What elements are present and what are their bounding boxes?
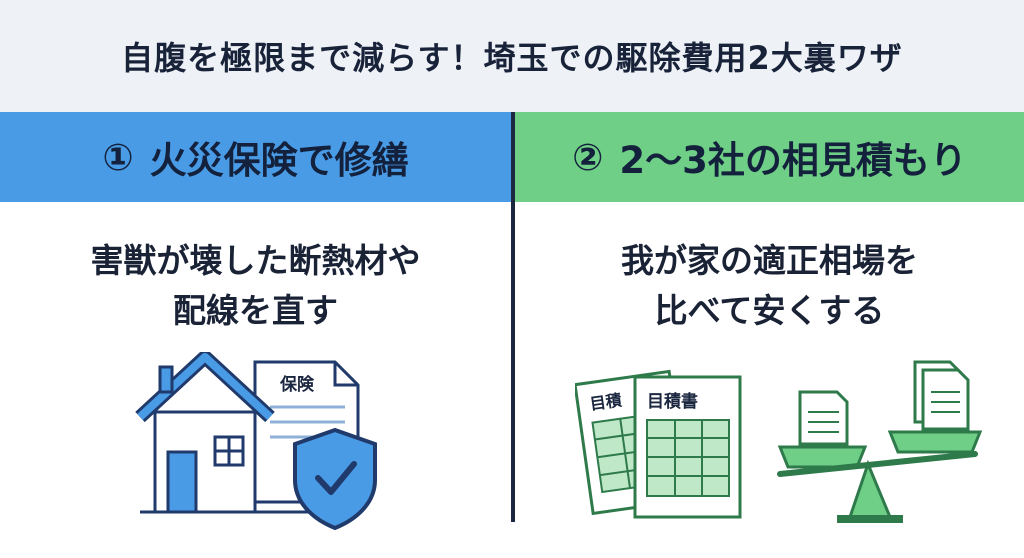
shield-check-icon <box>293 427 377 531</box>
tip-heading: 2〜3社の相見積もり <box>619 139 967 182</box>
estimate-label: 目積 <box>589 390 624 413</box>
balance-scale-icon <box>777 360 983 523</box>
tip-banner-estimates: ② 2〜3社の相見積もり <box>515 112 1024 202</box>
estimate-label: 目積書 <box>647 391 698 412</box>
tip-number: ① <box>102 135 134 179</box>
tip-compare-estimates: ② 2〜3社の相見積もり 我が家の適正相場を 比べて安くする 目積 目積書 <box>515 112 1024 558</box>
column-divider <box>511 112 515 522</box>
document-label: 保険 <box>279 374 315 395</box>
tip-description-line: 配線を直す <box>173 291 338 330</box>
estimates-illustration: 目積 目積書 <box>575 360 983 523</box>
tip-description: 我が家の適正相場を 比べて安くする <box>515 236 1024 336</box>
tip-description-line: 比べて安くする <box>654 291 885 330</box>
estimate-documents-icon: 目積 目積書 <box>575 369 742 519</box>
title-bar: 自腹を極限まで減らす！埼玉での駆除費用2大裏ワザ <box>0 0 1024 112</box>
house-icon <box>135 352 330 514</box>
insurance-illustration: 保険 <box>135 352 377 531</box>
tip-description-line: 害獣が壊した断熱材や <box>90 241 421 280</box>
tip-description-line: 我が家の適正相場を <box>621 241 918 280</box>
page-title: 自腹を極限まで減らす！埼玉での駆除費用2大裏ワザ <box>121 39 903 77</box>
tip-description: 害獣が壊した断熱材や 配線を直す <box>0 236 511 336</box>
tip-fire-insurance: ① 火災保険で修繕 害獣が壊した断熱材や 配線を直す 保険 <box>0 112 511 558</box>
tip-heading: 火災保険で修繕 <box>149 139 409 182</box>
tip-number: ② <box>572 135 604 179</box>
tip-banner-insurance: ① 火災保険で修繕 <box>0 112 511 202</box>
